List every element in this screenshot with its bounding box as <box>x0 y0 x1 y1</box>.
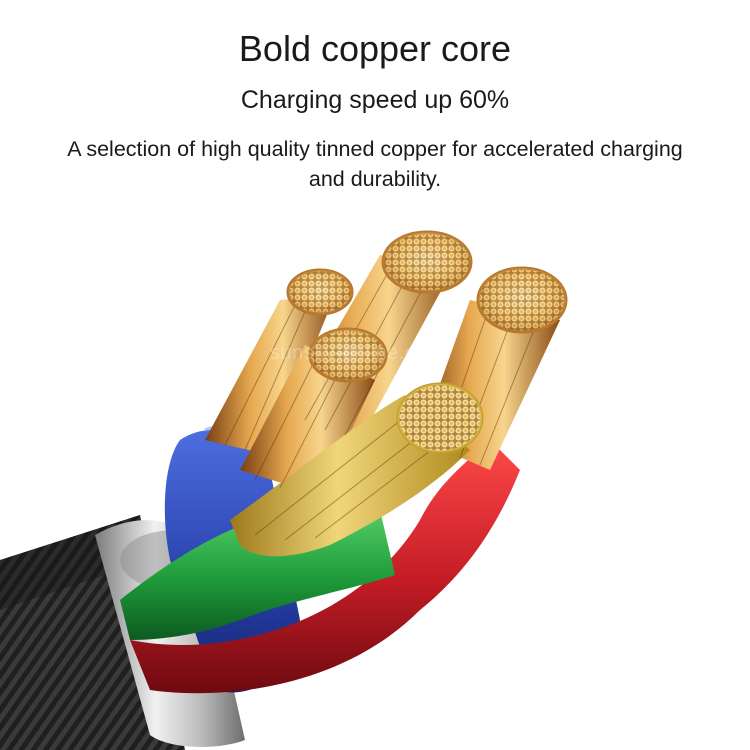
description-line-1: A selection of high quality tinned coppe… <box>67 137 683 161</box>
copper-bundle-center <box>240 345 375 495</box>
headline-title: Bold copper core <box>238 28 512 69</box>
headline-subtitle: Charging speed up 60% <box>240 86 510 114</box>
copper-bundle-left <box>205 295 335 455</box>
description-line-2: and durability. <box>308 167 442 191</box>
watermark-text: sunsky-online.com <box>270 342 445 364</box>
gold-face-front <box>396 382 484 454</box>
cable-illustration <box>0 230 568 750</box>
headline-description: A selection of high quality tinned coppe… <box>36 134 714 194</box>
